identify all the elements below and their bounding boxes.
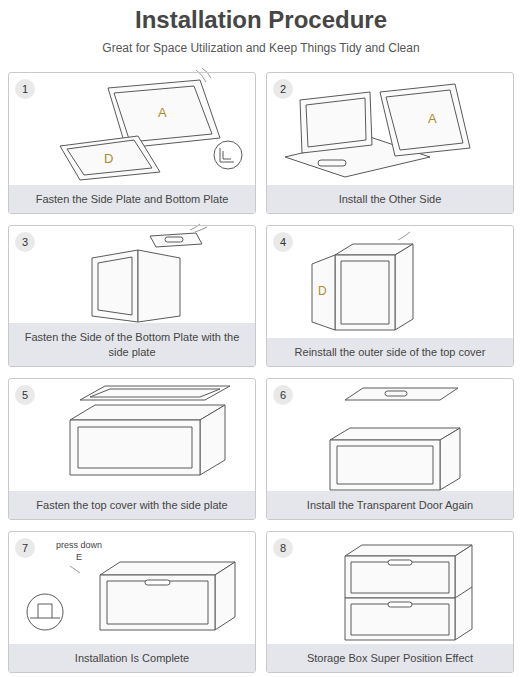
step-number: 6 <box>273 385 293 405</box>
box-step-4 <box>312 232 413 330</box>
part-letter: A <box>428 112 437 126</box>
step-panel: Reinstall the outer side of the top cove… <box>266 225 514 367</box>
step-panel: Install the Transparent Door Again 6 <box>266 378 514 520</box>
part-letter: D <box>104 152 113 166</box>
step-caption: Installation Is Complete <box>9 644 255 672</box>
step-number: 3 <box>15 232 35 252</box>
step-number-text: 6 <box>280 389 286 401</box>
step-number-text: 3 <box>22 236 28 248</box>
box-step-5 <box>70 386 230 475</box>
step-number: 7 <box>15 538 35 558</box>
part-letter: E <box>76 553 82 563</box>
step-panel: Storage Box Super Position Effect 8 <box>266 531 514 673</box>
step-caption: Install the Other Side <box>267 185 513 213</box>
step-caption: Install the Transparent Door Again <box>267 491 513 519</box>
step-number-text: 7 <box>22 542 28 554</box>
step-number-text: 2 <box>280 83 286 95</box>
step-number: 1 <box>15 79 35 99</box>
step-caption: Storage Box Super Position Effect <box>267 644 513 672</box>
step-caption: Fasten the Side Plate and Bottom Plate <box>9 185 255 213</box>
step-panel: Installation Is Complete 7 <box>8 531 256 673</box>
box-step-6 <box>330 388 460 490</box>
note: press down <box>56 541 102 551</box>
step-number: 4 <box>273 232 293 252</box>
plates-step-1 <box>60 68 242 180</box>
plates-step-2 <box>285 84 470 177</box>
step-caption: Fasten the Side of the Bottom Plate with… <box>9 323 255 366</box>
box-step-3 <box>92 224 207 322</box>
step-number-text: 5 <box>22 389 28 401</box>
step-panel: Fasten the Side Plate and Bottom Plate 1 <box>8 72 256 214</box>
step-number: 8 <box>273 538 293 558</box>
step-number-text: 4 <box>280 236 286 248</box>
stacked-boxes <box>345 545 472 640</box>
step-number-text: 8 <box>280 542 286 554</box>
part-letter: A <box>158 106 167 120</box>
step-number: 5 <box>15 385 35 405</box>
step-caption: Fasten the top cover with the side plate <box>9 491 255 519</box>
step-panel: Fasten the top cover with the side plate… <box>8 378 256 520</box>
title: Installation Procedure <box>0 6 522 34</box>
subtitle: Great for Space Utilization and Keep Thi… <box>0 42 522 55</box>
step-number: 2 <box>273 79 293 99</box>
step-number-text: 1 <box>22 83 28 95</box>
step-panel: Install the Other Side 2 <box>266 72 514 214</box>
step-caption: Reinstall the outer side of the top cove… <box>267 338 513 366</box>
step-panel: Fasten the Side of the Bottom Plate with… <box>8 225 256 367</box>
part-letter: D <box>318 285 327 298</box>
box-step-7 <box>27 562 235 630</box>
